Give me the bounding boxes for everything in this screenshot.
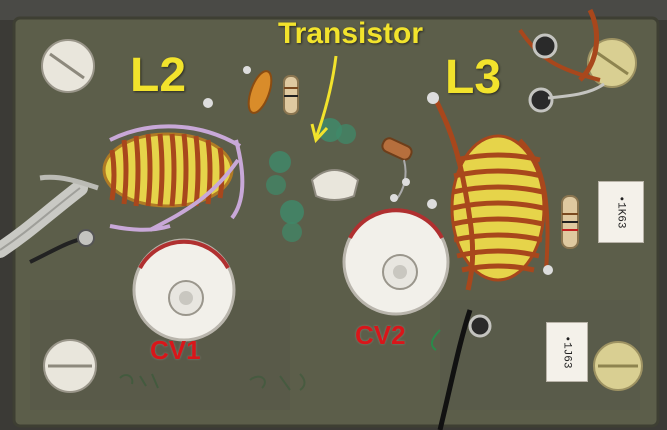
component-sticker-lower: •1J63 [546, 322, 588, 382]
screw-top-right [587, 38, 637, 88]
trimmer-capacitor-cv2 [342, 208, 450, 316]
label-l2: L2 [130, 49, 187, 102]
sticker-upper-text: •1K63 [614, 195, 627, 229]
transistor-body [310, 169, 360, 201]
black-wire [437, 309, 473, 430]
inductor-l2 [102, 124, 245, 232]
sticker-lower-text: •1J63 [560, 335, 573, 369]
screw-bottom-left [43, 339, 97, 393]
capacitor-orange [247, 70, 273, 114]
transistor-arrow [310, 55, 338, 144]
trimmer-capacitor-cv1 [132, 238, 236, 342]
component-sticker-upper: •1K63 [598, 181, 644, 243]
screw-top-left [41, 39, 95, 93]
screw-bottom-right [593, 341, 643, 391]
label-cv1: CV1 [150, 335, 201, 365]
label-l3: L3 [445, 51, 502, 104]
label-cv2: CV2 [355, 320, 406, 350]
label-transistor: Transistor [278, 17, 424, 50]
inductor-l3 [433, 98, 550, 291]
